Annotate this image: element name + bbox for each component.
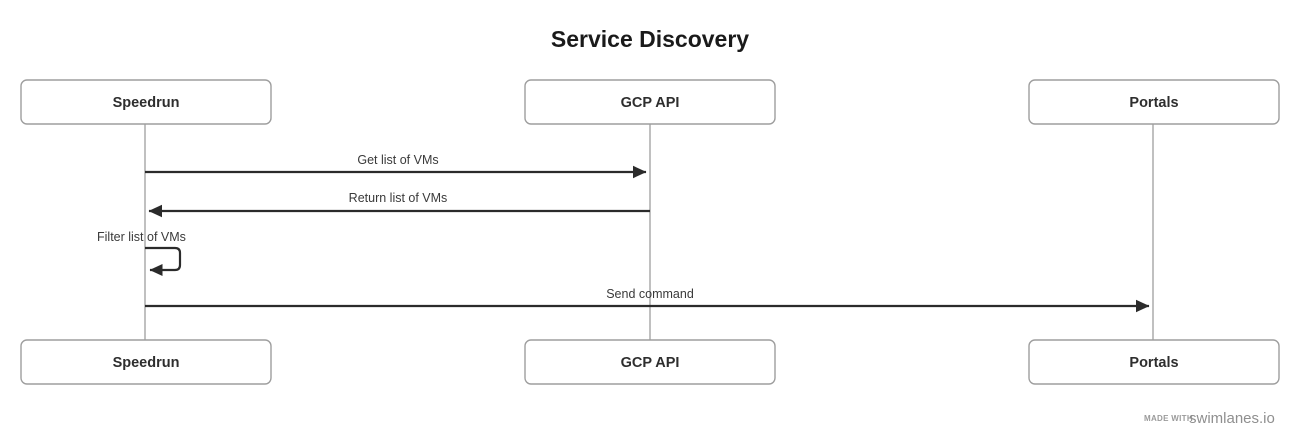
message-send-command[interactable]: Send command (145, 287, 1150, 313)
participant-box[interactable] (1028, 339, 1280, 385)
watermark-prefix: MADE WITH (1144, 414, 1193, 423)
lifelines (144, 124, 1154, 340)
message-return-list-of-vms[interactable]: Return list of VMs (148, 191, 650, 218)
participant-box[interactable] (20, 79, 272, 125)
participant-speedrun-top[interactable]: Speedrun (20, 79, 272, 125)
participant-speedrun-bottom[interactable]: Speedrun (20, 339, 272, 385)
participants-bottom: Speedrun GCP API Portals (20, 339, 1280, 385)
message-filter-list-of-vms[interactable]: Filter list of VMs (97, 230, 186, 277)
messages: Get list of VMs Return list of VMs Filte… (97, 153, 1150, 313)
participant-label: GCP API (621, 355, 680, 371)
participant-portals-bottom[interactable]: Portals (1028, 339, 1280, 385)
message-label: Return list of VMs (349, 191, 448, 205)
participants-top: Speedrun GCP API Portals (20, 79, 1280, 125)
participant-label: Speedrun (113, 95, 180, 111)
participant-gcp-api-bottom[interactable]: GCP API (524, 339, 776, 385)
participant-portals-top[interactable]: Portals (1028, 79, 1280, 125)
self-call-loop[interactable] (145, 246, 182, 277)
participant-box[interactable] (524, 339, 776, 385)
message-label: Send command (606, 287, 694, 301)
participant-gcp-api-top[interactable]: GCP API (524, 79, 776, 125)
watermark-brand[interactable]: swimlanes.io (1189, 410, 1275, 427)
watermark[interactable]: MADE WITH swimlanes.io (1144, 410, 1275, 427)
participant-box[interactable] (1028, 79, 1280, 125)
participant-box[interactable] (20, 339, 272, 385)
participant-box[interactable] (524, 79, 776, 125)
message-label: Get list of VMs (357, 153, 438, 167)
participant-label: Portals (1129, 95, 1178, 111)
participant-label: Portals (1129, 355, 1178, 371)
message-get-list-of-vms[interactable]: Get list of VMs (145, 153, 647, 179)
message-label: Filter list of VMs (97, 230, 186, 244)
participant-label: GCP API (621, 95, 680, 111)
page-title: Service Discovery (551, 26, 749, 52)
participant-label: Speedrun (113, 355, 180, 371)
